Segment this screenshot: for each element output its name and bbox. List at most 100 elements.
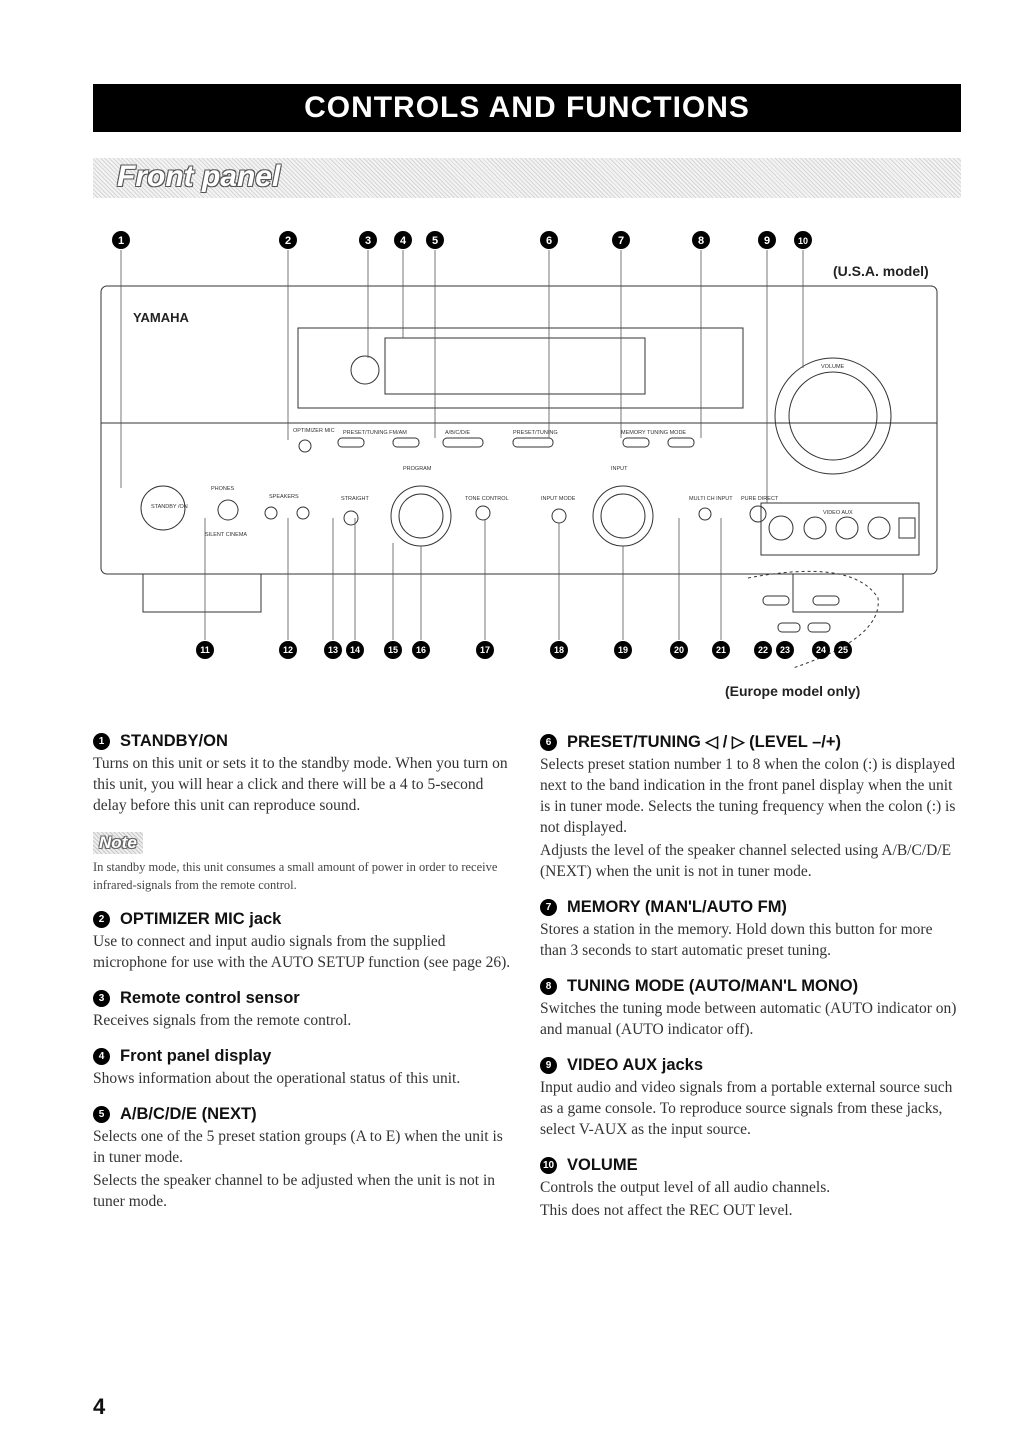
note-label: Note: [93, 832, 143, 854]
item-text: Switches the tuning mode between automat…: [540, 1000, 957, 1038]
phones-jack: [217, 499, 239, 521]
svg-text:1: 1: [118, 235, 124, 247]
item-text: Selects preset station number 1 to 8 whe…: [540, 756, 956, 836]
svg-text:PURE DIRECT: PURE DIRECT: [741, 496, 779, 502]
callout-1: 1: [112, 231, 130, 249]
callout-24: 24: [812, 641, 830, 659]
svg-text:13: 13: [328, 645, 338, 655]
page-title: CONTROLS AND FUNCTIONS: [304, 91, 750, 124]
svg-text:21: 21: [716, 645, 726, 655]
svg-text:SPEAKERS: SPEAKERS: [269, 494, 299, 500]
svg-text:9: 9: [764, 235, 770, 247]
svg-text:SILENT CINEMA: SILENT CINEMA: [205, 532, 247, 538]
svg-text:VOLUME: VOLUME: [821, 364, 845, 370]
europe-model-label: (Europe model only): [725, 683, 860, 699]
item-tuning-mode: 8 TUNING MODE (AUTO/MAN'L MONO) Switches …: [540, 977, 960, 1040]
left-column: 1 STANDBY/ON Turns on this unit or sets i…: [93, 732, 513, 1228]
receiver-body: [100, 285, 938, 575]
item-text: Receives signals from the remote control…: [93, 1012, 352, 1029]
item-text: Use to connect and input audio signals f…: [93, 933, 511, 971]
svg-text:22: 22: [758, 645, 768, 655]
standby-button: [140, 485, 186, 531]
page-number: 4: [93, 1394, 106, 1419]
item-heading: MEMORY (MAN'L/AUTO FM): [567, 898, 787, 916]
page-title-banner: CONTROLS AND FUNCTIONS: [93, 84, 961, 132]
callout-20: 20: [670, 641, 688, 659]
callout-7: 7: [612, 231, 630, 249]
svg-text:10: 10: [798, 236, 808, 246]
callout-14: 14: [346, 641, 364, 659]
svg-text:17: 17: [480, 645, 490, 655]
svg-text:A/B/C/D/E: A/B/C/D/E: [445, 430, 470, 436]
callout-18: 18: [550, 641, 568, 659]
svg-text:OPTIMIZER MIC: OPTIMIZER MIC: [293, 428, 335, 434]
callout-17: 17: [476, 641, 494, 659]
svg-text:INPUT MODE: INPUT MODE: [541, 496, 576, 502]
input-knob: [592, 485, 654, 547]
item-number: 1: [93, 733, 110, 750]
callout-4: 4: [394, 231, 412, 249]
item-text: This does not affect the REC OUT level.: [540, 1202, 793, 1219]
svg-text:STRAIGHT: STRAIGHT: [341, 496, 369, 502]
note-text: In standby mode, this unit consumes a sm…: [93, 860, 498, 892]
svg-text:MEMORY TUNING MODE: MEMORY TUNING MODE: [621, 430, 686, 436]
callout-12: 12: [279, 641, 297, 659]
item-heading: TUNING MODE (AUTO/MAN'L MONO): [567, 977, 859, 995]
svg-text:15: 15: [388, 645, 398, 655]
item-number: 5: [93, 1106, 110, 1123]
volume-knob: [774, 357, 892, 475]
callout-5: 5: [426, 231, 444, 249]
video-aux-panel: [760, 502, 920, 556]
left-foot: [142, 573, 262, 613]
svg-text:PROGRAM: PROGRAM: [403, 466, 432, 472]
right-column: 6 PRESET/TUNING ◁ / ▷ (LEVEL –/+) Selects…: [540, 732, 960, 1237]
usa-model-label: (U.S.A. model): [833, 263, 929, 279]
callout-13: 13: [324, 641, 342, 659]
svg-text:20: 20: [674, 645, 684, 655]
item-text: Adjusts the level of the speaker channel…: [540, 842, 952, 880]
item-number: 4: [93, 1048, 110, 1065]
item-text: Shows information about the operational …: [93, 1070, 461, 1087]
front-panel-diagram: 1 2 3 4 5 6 7 8 9 10 11 12 13 14 15 16 1…: [100, 231, 938, 699]
brand-logo: YAMAHA: [133, 310, 189, 325]
item-text: Turns on this unit or sets it to the sta…: [93, 755, 508, 814]
item-standby-on: 1 STANDBY/ON Turns on this unit or sets i…: [93, 732, 513, 894]
item-heading: STANDBY/ON: [120, 732, 228, 750]
callout-8: 8: [692, 231, 710, 249]
item-front-panel-display: 4 Front panel display Shows information a…: [93, 1047, 513, 1089]
item-heading: PRESET/TUNING ◁ / ▷ (LEVEL –/+): [567, 733, 841, 751]
svg-text:5: 5: [432, 235, 438, 247]
svg-text:PHONES: PHONES: [211, 486, 235, 492]
item-number: 2: [93, 911, 110, 928]
item-number: 3: [93, 990, 110, 1007]
item-number: 6: [540, 733, 557, 751]
front-panel-display: [297, 327, 744, 409]
item-heading: VIDEO AUX jacks: [567, 1056, 704, 1074]
callout-10: 10: [794, 231, 812, 249]
item-heading: A/B/C/D/E (NEXT): [120, 1105, 257, 1123]
item-number: 8: [540, 978, 557, 995]
item-number: 7: [540, 899, 557, 916]
item-number: 10: [540, 1157, 557, 1174]
svg-text:6: 6: [546, 235, 552, 247]
item-heading: OPTIMIZER MIC jack: [120, 910, 282, 928]
svg-text:PRESET/TUNING: PRESET/TUNING: [513, 430, 558, 436]
item-remote-sensor: 3 Remote control sensor Receives signals …: [93, 989, 513, 1031]
callout-9: 9: [758, 231, 776, 249]
svg-text:MULTI CH INPUT: MULTI CH INPUT: [689, 496, 733, 502]
callout-23: 23: [776, 641, 794, 659]
item-heading: Front panel display: [120, 1047, 272, 1065]
item-preset-tuning: 6 PRESET/TUNING ◁ / ▷ (LEVEL –/+) Selects…: [540, 732, 960, 882]
item-heading: Remote control sensor: [120, 989, 300, 1007]
item-heading: VOLUME: [567, 1156, 638, 1174]
callout-25: 25: [834, 641, 852, 659]
svg-text:16: 16: [416, 645, 426, 655]
svg-text:25: 25: [838, 645, 848, 655]
callout-19: 19: [614, 641, 632, 659]
svg-text:2: 2: [285, 235, 291, 247]
svg-text:INPUT: INPUT: [611, 466, 628, 472]
